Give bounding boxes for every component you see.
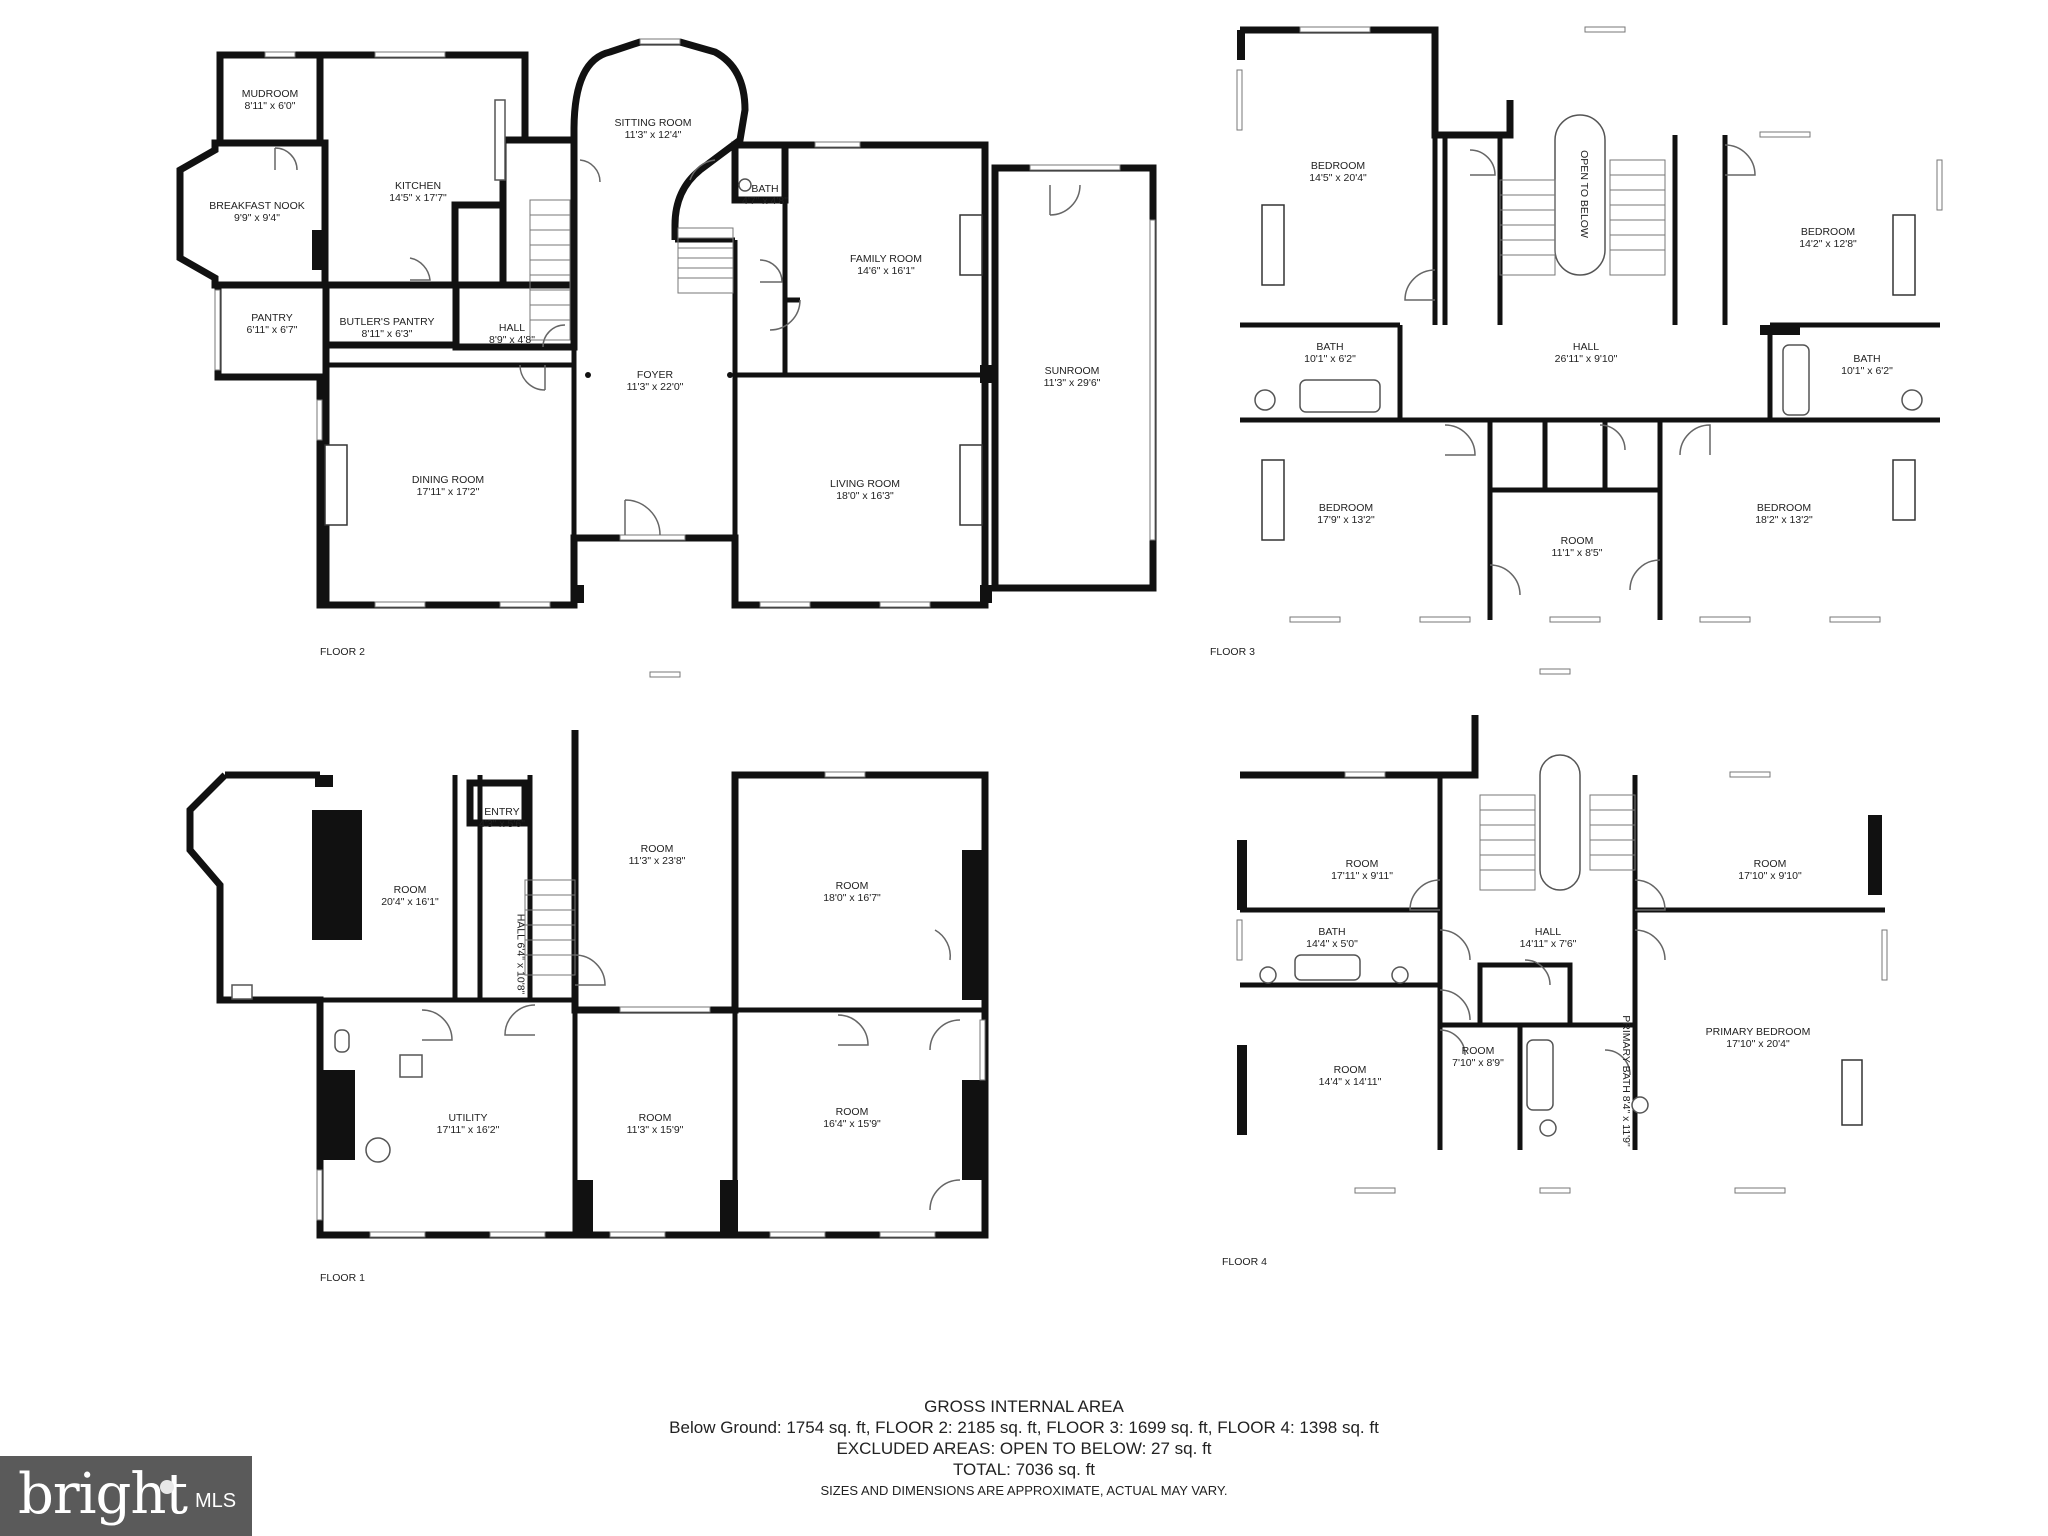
gia-line2: EXCLUDED AREAS: OPEN TO BELOW: 27 sq. ft xyxy=(836,1439,1212,1458)
floor-label: FLOOR 2 xyxy=(320,646,365,658)
gia-note: SIZES AND DIMENSIONS ARE APPROXIMATE, AC… xyxy=(820,1483,1228,1498)
hall-name: HALL xyxy=(514,913,527,940)
hall-vertical-label: HALL 6'4" x 10'8" xyxy=(514,914,526,995)
logo-dot-icon xyxy=(160,1480,174,1494)
gia-line1: Below Ground: 1754 sq. ft, FLOOR 2: 2185… xyxy=(669,1418,1379,1437)
hall-dims: 6'4" x 10'8" xyxy=(514,942,527,995)
logo-brand: bright xyxy=(18,1462,188,1527)
gia-title: GROSS INTERNAL AREA xyxy=(924,1397,1124,1416)
primary-bath-dims: 8'4" x 11'9" xyxy=(1619,1095,1632,1147)
bright-mls-logo: bright MLS xyxy=(0,1456,252,1536)
floor-label: FLOOR 4 xyxy=(1222,1256,1267,1268)
floor-label: FLOOR 1 xyxy=(320,1272,365,1284)
primary-bath-name: PRIMARY BATH xyxy=(1619,1015,1632,1093)
open-to-below-label: OPEN TO BELOW xyxy=(1577,150,1590,238)
floor-2-plan xyxy=(176,38,1157,609)
floor-1-plan xyxy=(186,671,989,1239)
logo-suffix: MLS xyxy=(195,1490,237,1512)
primary-bath-vertical-label: PRIMARY BATH 8'4" x 11'9" xyxy=(1620,1015,1632,1147)
floor-label: FLOOR 3 xyxy=(1210,646,1255,658)
gia-line3: TOTAL: 7036 sq. ft xyxy=(952,1460,1096,1479)
floor-4-plan xyxy=(1236,668,1888,1194)
gross-internal-area: GROSS INTERNAL AREA Below Ground: 1754 s… xyxy=(0,1396,2048,1501)
floor-3-plan xyxy=(1236,26,1943,623)
